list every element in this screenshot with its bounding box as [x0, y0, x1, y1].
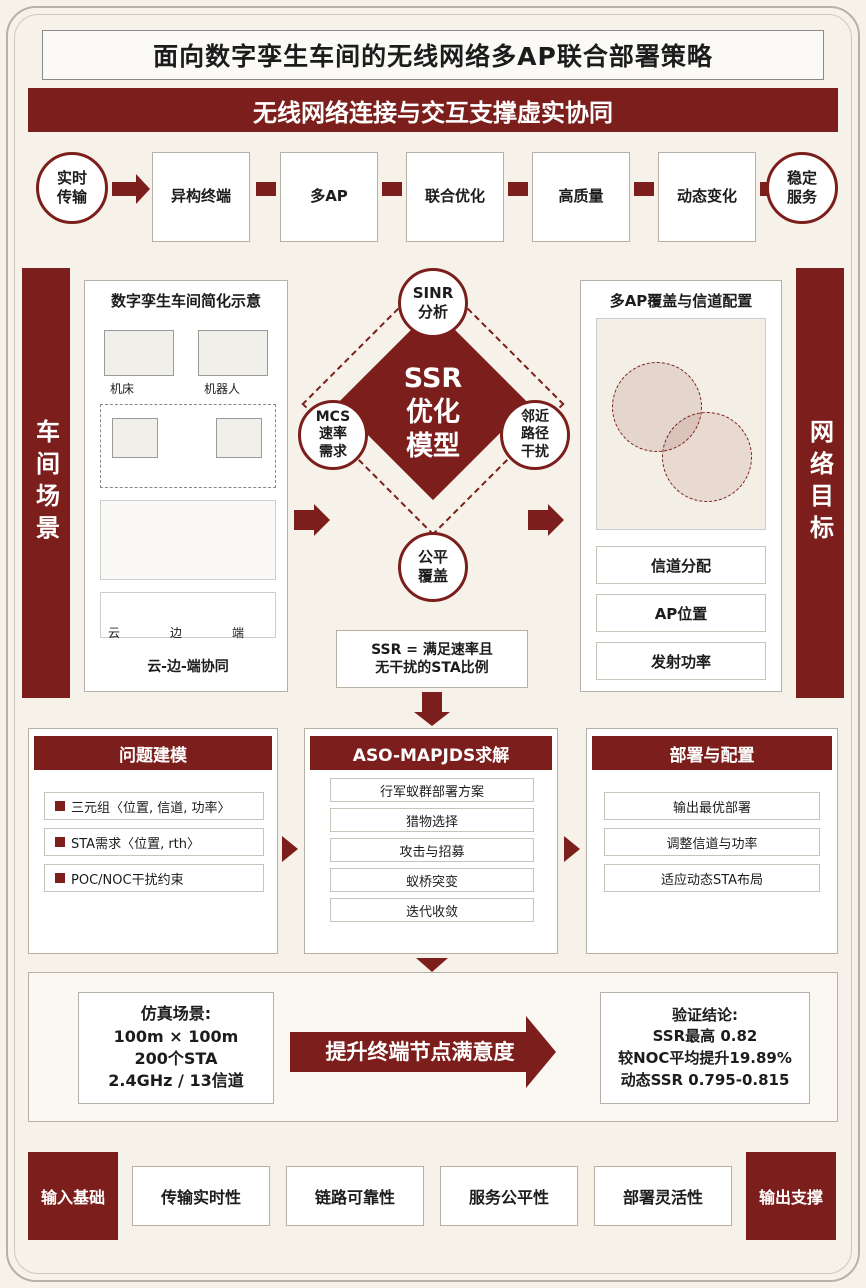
modeling-row-2: STA需求〈位置, rth〉	[44, 828, 264, 856]
solver-row-4: 蚁桥突变	[330, 868, 534, 892]
modeling-row-2-text: STA需求〈位置, rth〉	[71, 836, 201, 852]
flow-end-circle: 稳定 服务	[766, 152, 838, 224]
label-cloud: 云	[108, 626, 121, 640]
inner-frame	[14, 14, 852, 1274]
flow-arrow	[634, 182, 654, 196]
sim-line-3: 200个STA	[134, 1049, 218, 1068]
flow-arrow	[382, 182, 402, 196]
section-modeling-title: 问题建模	[34, 736, 272, 770]
flow-arrow	[508, 182, 528, 196]
bullet-icon	[55, 873, 65, 883]
solver-row-5: 迭代收敛	[330, 898, 534, 922]
arrow-modeling-to-solver	[282, 836, 298, 862]
sim-line-4: 2.4GHz / 13信道	[108, 1071, 244, 1091]
bottom-item-3: 服务公平性	[440, 1166, 578, 1226]
modeling-row-1-text: 三元组〈位置, 信道, 功率〉	[71, 800, 231, 816]
page-title: 面向数字孪生车间的无线网络多AP联合部署策略	[42, 30, 824, 80]
workshop-panel-footer: 云-边-端协同	[147, 659, 229, 675]
solver-row-1: 行军蚁群部署方案	[330, 778, 534, 802]
arrow-down-to-solver	[422, 692, 442, 714]
flow-arrow-head	[136, 174, 150, 204]
wifi-ap-icon	[112, 418, 158, 458]
arrow-model-to-right-head	[548, 504, 564, 536]
flow-step-2: 多AP	[280, 152, 378, 242]
deploy-row-1: 输出最优部署	[604, 792, 820, 820]
cloud-edge-end-row	[100, 592, 276, 638]
flow-arrow	[256, 182, 276, 196]
section-deploy-title: 部署与配置	[592, 736, 832, 770]
interference-node: 邻近 路径 干扰	[500, 400, 570, 470]
left-side-bar: 车间场景	[22, 268, 70, 698]
arrow-down-to-solver-head	[414, 712, 450, 726]
flow-arrow	[112, 182, 138, 196]
item-tx-power: 发射功率	[596, 642, 766, 680]
machine-icon	[104, 330, 174, 376]
goal-arrow-label: 提升终端节点满意度	[325, 1040, 515, 1064]
label-end: 端	[232, 626, 245, 640]
input-base: 输入基础	[28, 1152, 118, 1240]
output-support: 输出支撑	[746, 1152, 836, 1240]
bottom-item-2: 链路可靠性	[286, 1166, 424, 1226]
ssr-model-label: SSR 优化 模型	[380, 362, 486, 463]
bottom-item-1: 传输实时性	[132, 1166, 270, 1226]
result-line-4: 动态SSR 0.795-0.815	[620, 1070, 790, 1089]
arrow-down-to-results	[416, 958, 448, 972]
ssr-definition: SSR = 满足速率且 无干扰的STA比例	[336, 630, 528, 688]
label-machine: 机床	[110, 382, 135, 396]
section-solver-title: ASO-MAPJDS求解	[310, 736, 552, 770]
flow-step-1: 异构终端	[152, 152, 250, 242]
result-line-1: 验证结论:	[672, 1005, 738, 1024]
ssr-model-line-2: 优化	[406, 396, 460, 428]
modeling-row-3-text: POC/NOC干扰约束	[71, 872, 184, 888]
arrow-solver-to-deploy	[564, 836, 580, 862]
goal-arrow-body	[290, 1032, 526, 1072]
result-line-3: 较NOC平均提升19.89%	[618, 1049, 792, 1067]
result-box: 验证结论: SSR最高 0.82 较NOC平均提升19.89% 动态SSR 0.…	[600, 992, 810, 1104]
flow-step-4: 高质量	[532, 152, 630, 242]
item-channel: 信道分配	[596, 546, 766, 584]
modeling-row-1: 三元组〈位置, 信道, 功率〉	[44, 792, 264, 820]
result-line-2: SSR最高 0.82	[652, 1027, 758, 1046]
simulation-box: 仿真场景: 100m × 100m 200个STA 2.4GHz / 13信道	[78, 992, 274, 1104]
arrow-left-to-model	[294, 510, 314, 530]
solver-row-2: 猎物选择	[330, 808, 534, 832]
flow-start-circle: 实时 传输	[36, 152, 108, 224]
coverage-circle-2	[662, 412, 752, 502]
flow-step-5: 动态变化	[658, 152, 756, 242]
sim-line-2: 100m × 100m	[113, 1026, 239, 1046]
item-ap-position: AP位置	[596, 594, 766, 632]
ssr-model-line-1: SSR	[403, 363, 463, 394]
sinr-node: SINR 分析	[398, 268, 468, 338]
coverage-panel-title: 多AP覆盖与信道配置	[609, 292, 753, 310]
flow-arrow	[760, 182, 770, 196]
workshop-panel-title: 数字孪生车间简化示意	[110, 292, 261, 310]
sim-line-1: 仿真场景:	[140, 1004, 212, 1024]
arrow-left-to-model-head	[314, 504, 330, 536]
modeling-row-3: POC/NOC干扰约束	[44, 864, 264, 892]
deploy-row-2: 调整信道与功率	[604, 828, 820, 856]
workshop-floor	[100, 404, 276, 488]
top-banner: 无线网络连接与交互支撑虚实协同	[28, 88, 838, 132]
ssr-model-line-3: 模型	[406, 430, 460, 462]
flow-step-3: 联合优化	[406, 152, 504, 242]
goal-arrow-head	[526, 1016, 556, 1088]
label-robot: 机器人	[204, 382, 241, 396]
bottom-item-4: 部署灵活性	[594, 1166, 732, 1226]
right-side-bar: 网络目标	[796, 268, 844, 698]
solver-row-3: 攻击与招募	[330, 838, 534, 862]
outer-frame	[6, 6, 860, 1282]
bullet-icon	[55, 837, 65, 847]
mcs-node: MCS 速率 需求	[298, 400, 368, 470]
fairness-node: 公平 覆盖	[398, 532, 468, 602]
agv-icon	[216, 418, 262, 458]
arrow-model-to-right	[528, 510, 548, 530]
deploy-row-3: 适应动态STA布局	[604, 864, 820, 892]
edge-area	[100, 500, 276, 580]
bullet-icon	[55, 801, 65, 811]
label-edge: 边	[170, 626, 183, 640]
robot-icon	[198, 330, 268, 376]
